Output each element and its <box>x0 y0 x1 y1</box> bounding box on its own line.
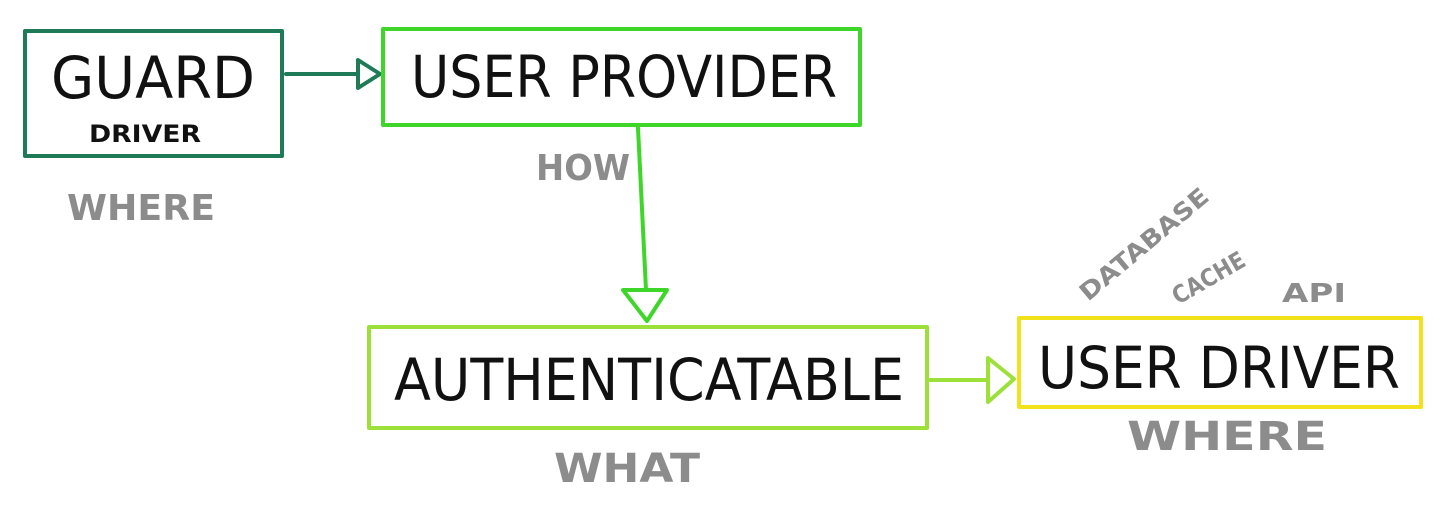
guard-node: GUARD DRIVER <box>23 29 284 158</box>
arrow-authenticatable-to-driver <box>928 356 1016 404</box>
user-provider-note: HOW <box>536 148 630 189</box>
option-api-label: API <box>1282 279 1346 309</box>
authenticatable-note: WHAT <box>554 446 701 492</box>
user-provider-node: USER PROVIDER <box>381 27 862 127</box>
user-driver-note: WHERE <box>1127 414 1327 460</box>
user-driver-node: USER DRIVER <box>1017 316 1423 409</box>
user-driver-box <box>1017 316 1423 409</box>
guard-subtitle: DRIVER <box>89 120 201 148</box>
guard-box <box>23 29 284 158</box>
arrow-guard-to-provider <box>284 58 382 90</box>
authenticatable-box <box>367 325 929 430</box>
user-provider-title: USER PROVIDER <box>411 43 837 111</box>
user-provider-box <box>381 27 862 127</box>
guard-note: WHERE <box>67 188 215 229</box>
arrow-provider-to-authenticatable <box>621 126 669 323</box>
option-cache-label: CACHE <box>1167 246 1250 310</box>
authenticatable-node: AUTHENTICATABLE <box>367 325 929 430</box>
authenticatable-title: AUTHENTICATABLE <box>394 346 904 414</box>
guard-title: GUARD <box>51 44 255 112</box>
user-driver-title: USER DRIVER <box>1038 334 1400 402</box>
